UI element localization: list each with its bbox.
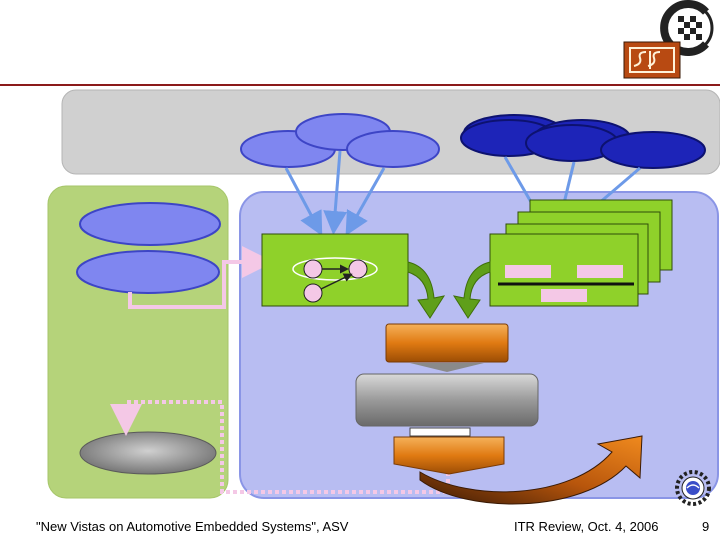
- orange-funnel: [393, 436, 505, 475]
- stack-pink-bar: [505, 265, 551, 278]
- gray-block-strip: [409, 427, 471, 437]
- green-curved-arrow: [452, 261, 491, 319]
- left-ellipse-top: [79, 202, 221, 246]
- page-number: 9: [702, 519, 710, 534]
- blue-arrow: [284, 167, 323, 236]
- nsf-gear-logo-icon: [675, 470, 711, 506]
- graph-node: [303, 259, 323, 279]
- left-ellipse-bottom: [76, 250, 220, 294]
- stack-pink-bar: [541, 289, 587, 302]
- sis-logo-icon: [623, 41, 681, 79]
- gray-ellipse: [79, 431, 217, 475]
- footer-center-text: ITR Review, Oct. 4, 2006: [514, 519, 659, 534]
- blue-arrow: [323, 150, 348, 235]
- blue-arrow: [345, 167, 386, 236]
- graph-edge: [320, 273, 353, 290]
- feedback-arc-arrow: [419, 435, 643, 505]
- dark-ellipse: [600, 131, 706, 169]
- gray-arrow: [410, 363, 484, 372]
- model-box: [261, 233, 409, 307]
- graph-container-ellipse: [292, 257, 378, 281]
- graph-node: [303, 283, 323, 303]
- green-curved-arrow: [407, 261, 446, 319]
- gray-block: [355, 373, 539, 427]
- graph-node: [348, 259, 368, 279]
- stack-pink-bar: [577, 265, 623, 278]
- orange-block: [385, 323, 509, 363]
- pink-connector: [128, 246, 274, 309]
- light-ellipse: [346, 130, 440, 168]
- c-chess-logo-icon: [660, 0, 714, 56]
- footer-left-text: "New Vistas on Automotive Embedded Syste…: [36, 519, 349, 534]
